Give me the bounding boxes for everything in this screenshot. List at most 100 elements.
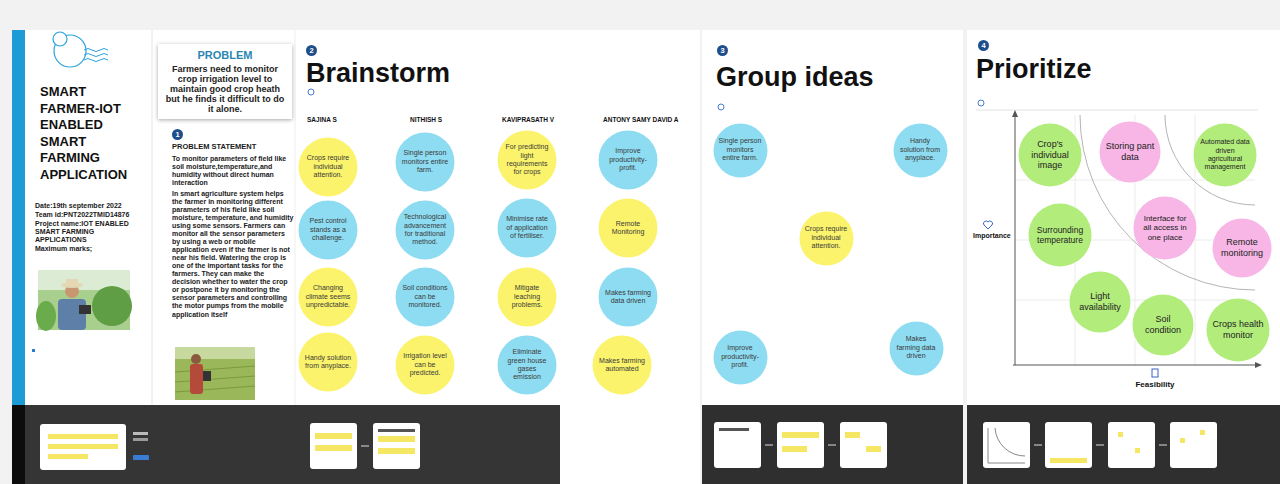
idea-text: Eliminate green house gases emission <box>503 348 551 382</box>
field-photo <box>175 347 255 400</box>
idea-text: Single person monitors entire farm. <box>718 137 762 162</box>
thumbnail <box>373 423 420 469</box>
idea-bubble: Handy solution from anyplace. <box>298 332 358 392</box>
thumbnail-notes <box>48 434 118 439</box>
bubble-fill <box>396 336 455 395</box>
bubble-fill <box>498 131 557 190</box>
idea-text: Crop's individual image <box>1024 139 1075 171</box>
idea-bubble: Soil conditions can be monitored. <box>395 267 455 327</box>
idea-bubble: Automated data driven agricultural manag… <box>1193 123 1257 187</box>
callout-number: 1 <box>172 129 183 140</box>
panel-divider <box>152 30 153 405</box>
farmer-figure <box>58 299 86 330</box>
bubble-fill <box>1134 197 1197 260</box>
instruction-band <box>967 405 1280 484</box>
thumbnail-arrow <box>1159 445 1167 446</box>
idea-bubble: Improve productivity-profit. <box>713 330 768 385</box>
bubble-fill <box>1070 272 1131 333</box>
bubble-fill <box>396 268 455 327</box>
thumbnail-notes <box>866 446 881 452</box>
idea-bubble: Improve productivity-profit. <box>598 130 658 190</box>
idea-text: Interface for all access in one place <box>1139 214 1190 243</box>
idea-bubble: Soil condition <box>1132 294 1194 356</box>
idea-text: Changing climate seems unpredictable. <box>304 284 352 309</box>
tablet-shape <box>79 305 91 314</box>
bubble-fill <box>1207 299 1270 362</box>
accent-stripe <box>12 405 25 484</box>
farmer-figure <box>190 364 203 394</box>
logo-wave <box>84 54 108 57</box>
idea-text: Crops require individual attention. <box>304 154 352 179</box>
idea-bubble: Interface for all access in one place <box>1133 196 1197 260</box>
thumbnail-lines <box>378 429 415 432</box>
feasibility-icon <box>1152 369 1158 377</box>
bubble-fill <box>599 199 658 258</box>
problem-card: PROBLEMFarmers need to monitor crop irri… <box>158 44 292 119</box>
column-header: KAVIPRASATH V <box>502 117 554 124</box>
idea-text: For predicting light requirements for cr… <box>503 143 551 177</box>
idea-bubble: Makes farming data driven <box>598 267 658 327</box>
section-title: Brainstorm <box>306 60 450 87</box>
bubble-fill <box>893 123 947 177</box>
bubble-fill <box>498 199 557 258</box>
instruction-band <box>702 405 963 484</box>
accent-stripe <box>12 30 25 405</box>
idea-bubble: Makes farming data driven <box>889 321 944 376</box>
axis-arrow <box>1255 362 1262 368</box>
card-heading: PROBLEM <box>162 49 288 62</box>
bubble-fill <box>599 268 658 327</box>
thumbnail-notes <box>315 433 352 439</box>
thumbnail-lines <box>133 432 148 435</box>
instruction-band <box>25 405 560 484</box>
bubble-fill <box>498 336 557 395</box>
idea-bubble: Storing pant data <box>1099 121 1161 183</box>
logo-ring <box>53 32 67 46</box>
page-title: SMART FARMER-IOT ENABLED SMART FARMING A… <box>40 84 138 183</box>
idea-bubble: Makes farming automated <box>592 335 652 395</box>
description-text: In smart agriculture system helps the fa… <box>172 190 294 319</box>
logo-wave <box>84 59 108 62</box>
thumbnail-notes <box>782 432 819 438</box>
bubble-fill <box>299 201 358 260</box>
idea-text: Technological advancement for traditiona… <box>401 213 449 247</box>
thumbnail <box>840 422 887 468</box>
idea-bubble: Single person monitors entire farm. <box>713 123 768 178</box>
idea-text: Surrounding temperature <box>1034 225 1085 245</box>
section-heading: PROBLEM STATEMENT <box>172 143 294 152</box>
idea-text: Handy solution from anyplace. <box>304 354 352 371</box>
plant-shape <box>92 286 132 326</box>
callout-number: 4 <box>978 40 989 51</box>
column-header: ANTONY SAMY DAVID A <box>603 117 678 124</box>
idea-text: Makes farming data driven <box>894 335 938 360</box>
idea-text: Improve productivity-profit. <box>604 147 652 172</box>
idea-bubble: Crops require individual attention. <box>298 137 358 197</box>
problem-statement: To monitor parameters of field like soil… <box>172 155 294 187</box>
callout-number: 2 <box>306 45 317 56</box>
thumbnail <box>1108 422 1155 468</box>
idea-text: Improve productivity-profit. <box>718 344 762 369</box>
idea-text: Remote Monitoring <box>604 220 652 237</box>
idea-text: Single person monitors entire farm. <box>401 149 449 174</box>
idea-text: Crops health monitor <box>1212 319 1263 341</box>
bubble-fill <box>1029 204 1092 267</box>
rule-line <box>976 110 1258 111</box>
idea-bubble: Crops require individual attention. <box>799 211 854 266</box>
idea-text: Handy solution from anyplace. <box>898 137 942 162</box>
project-detail: Maximum marks; <box>35 245 145 253</box>
thumbnail <box>1045 422 1092 468</box>
thumbnail <box>777 422 824 468</box>
project-detail: Date:19th september 2022 <box>35 202 145 210</box>
idea-text: Minimise rate of application of fertilis… <box>503 215 551 240</box>
idea-bubble: Technological advancement for traditiona… <box>395 200 455 260</box>
idea-bubble: Surrounding temperature <box>1028 203 1092 267</box>
thumbnail-notes <box>48 444 118 449</box>
bubble-fill <box>396 133 455 192</box>
section-icon <box>718 104 724 110</box>
thumbnail-notes <box>1118 432 1123 437</box>
section-icon <box>308 89 314 95</box>
farmer-hat <box>66 279 78 285</box>
idea-text: Soil condition <box>1138 314 1188 336</box>
idea-text: Light availability <box>1075 291 1125 313</box>
